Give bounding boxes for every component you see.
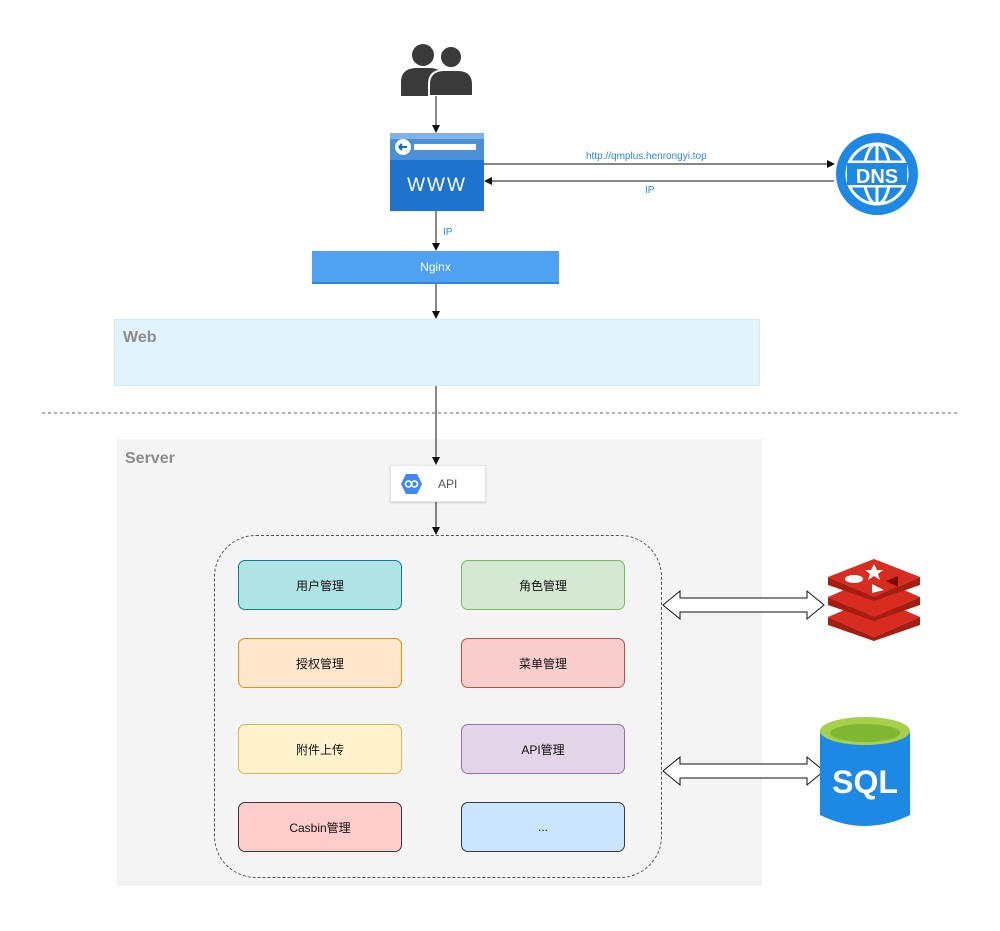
module-user-management: 用户管理 <box>238 560 402 610</box>
browser-www-text: WWW <box>407 175 467 196</box>
module-label: 角色管理 <box>518 578 567 593</box>
modules-group-box <box>214 535 662 878</box>
edge-modules-redis <box>662 589 825 621</box>
nginx-label: Nginx <box>420 259 451 274</box>
nginx-box: Nginx <box>312 251 559 284</box>
module-casbin-management: Casbin管理 <box>238 802 402 852</box>
api-label: API <box>438 477 458 491</box>
web-layer-box <box>114 319 760 386</box>
ip-edge-label-dns: IP <box>645 185 655 196</box>
sql-database-icon: SQL <box>820 717 910 826</box>
module-label: 用户管理 <box>295 578 344 593</box>
web-layer-label: Web <box>123 329 157 346</box>
module-authority-management: 授权管理 <box>238 638 402 688</box>
module-label: 授权管理 <box>295 656 344 671</box>
redis-icon <box>828 559 920 641</box>
server-layer-label: Server <box>125 450 175 467</box>
api-card: API <box>390 465 486 502</box>
module-menu-management: 菜单管理 <box>461 638 625 688</box>
module-label: 附件上传 <box>295 742 344 757</box>
url-edge-label: http://qmplus.henrongyi.top <box>586 151 707 162</box>
browser-www-icon: WWW <box>390 133 484 211</box>
users-icon <box>401 44 474 96</box>
module-more: ... <box>461 802 625 852</box>
dns-globe-icon: DNS <box>836 133 918 215</box>
ip-edge-label-nginx: IP <box>443 227 453 238</box>
module-label: 菜单管理 <box>518 656 567 671</box>
module-role-management: 角色管理 <box>461 560 625 610</box>
module-file-upload: 附件上传 <box>238 724 402 774</box>
module-api-management: API管理 <box>461 724 625 774</box>
module-label: API管理 <box>521 742 565 757</box>
module-label: Casbin管理 <box>289 820 351 835</box>
sql-text: SQL <box>832 764 898 800</box>
server-layer-box <box>117 439 762 886</box>
module-label: ... <box>537 820 548 834</box>
edge-modules-sql <box>662 755 825 787</box>
google-cloud-endpoints-icon <box>401 474 422 494</box>
dns-text: DNS <box>856 166 898 188</box>
